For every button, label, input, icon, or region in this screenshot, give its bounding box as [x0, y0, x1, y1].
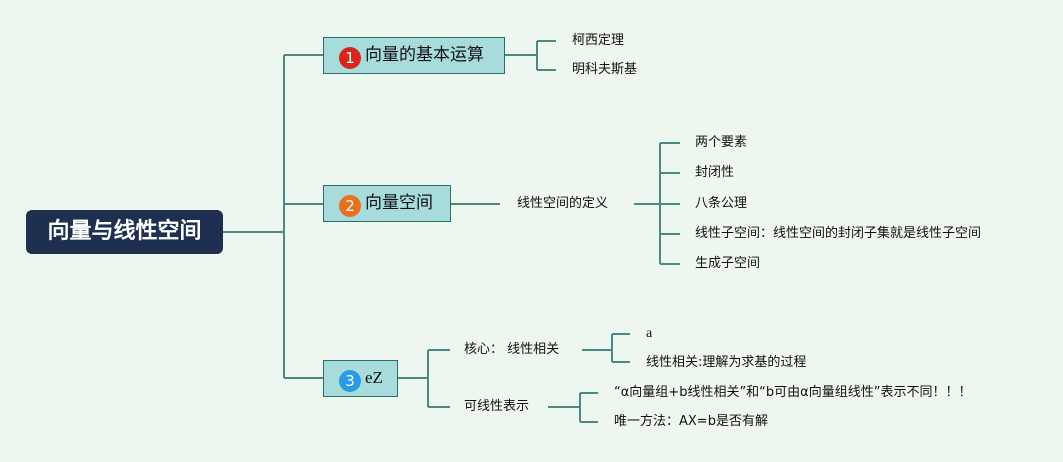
leaf-minkowski[interactable]: 明科夫斯基 [572, 62, 638, 77]
sub-linear-representation[interactable]: 可线性表示 [464, 399, 530, 414]
leaf-cauchy-theorem[interactable]: 柯西定理 [572, 33, 625, 48]
branch-3-title: eZ [365, 368, 383, 387]
number-badge-3: 3 [339, 370, 361, 392]
leaf-linear-subspace[interactable]: 线性子空间：线性空间的封闭子集就是线性子空间 [695, 226, 982, 241]
sub-core-linear-dependence[interactable]: 核心： 线性相关 [464, 342, 560, 357]
leaf-unique-method[interactable]: 唯一方法：AX=b是否有解 [614, 414, 768, 429]
sub-linear-space-definition[interactable]: 线性空间的定义 [517, 196, 609, 211]
leaf-generated-subspace[interactable]: 生成子空间 [695, 256, 761, 271]
number-badge-2: 2 [339, 195, 361, 217]
branch-1-title: 向量的基本运算 [365, 45, 484, 65]
number-badge-1: 1 [339, 47, 361, 69]
leaf-representation-difference[interactable]: “α向量组+b线性相关”和“b可由α向量组线性”表示不同！！！ [614, 385, 972, 400]
branch-2-title: 向量空间 [365, 193, 433, 213]
leaf-eight-axioms[interactable]: 八条公理 [695, 196, 748, 211]
leaf-two-elements[interactable]: 两个要素 [695, 135, 748, 150]
leaf-linear-dependence-basis[interactable]: 线性相关:理解为求基的过程 [646, 355, 807, 370]
leaf-closure[interactable]: 封闭性 [695, 165, 735, 180]
root-node[interactable]: 向量与线性空间 [26, 210, 223, 254]
leaf-a[interactable]: a [646, 326, 653, 341]
